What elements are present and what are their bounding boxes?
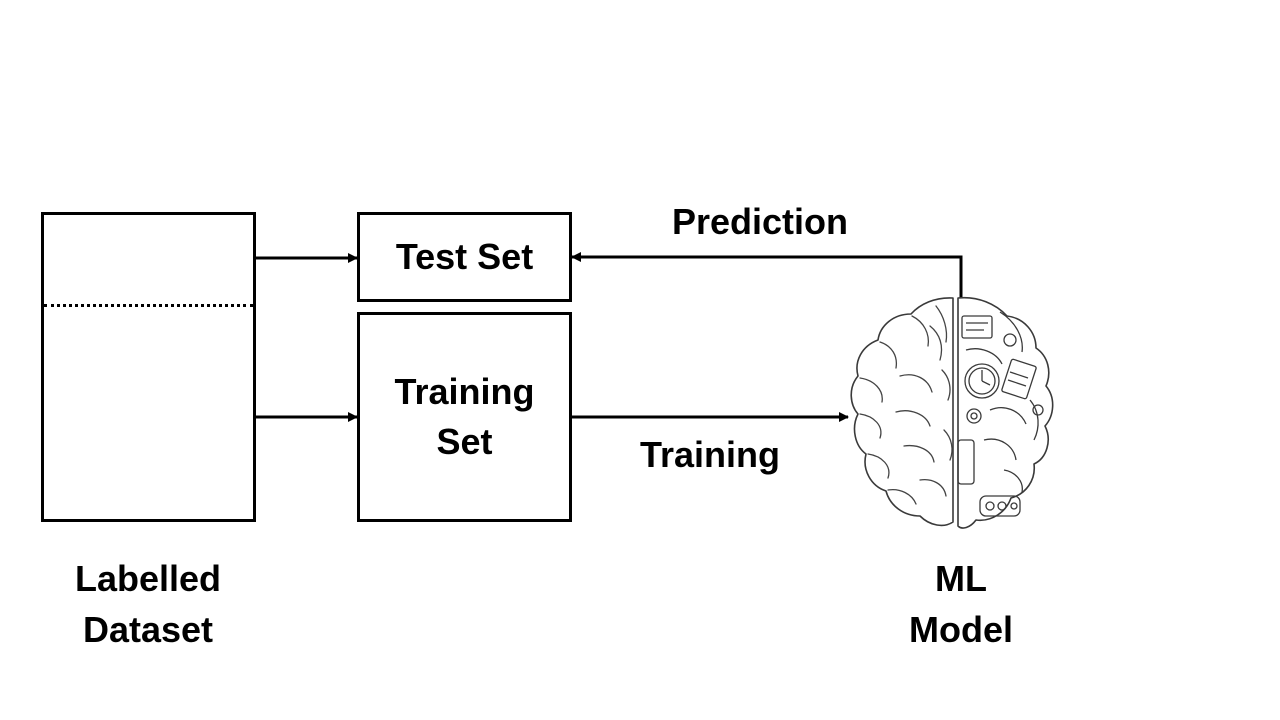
training-edge-label: Training — [639, 434, 780, 475]
dataset-split-line — [44, 304, 253, 307]
test-set-box: Test Set — [357, 212, 572, 302]
prediction-edge-label: Prediction — [671, 201, 849, 242]
labelled-dataset-label: Labelled Dataset — [74, 558, 222, 650]
training-set-label: Training Set — [394, 371, 535, 462]
training-set-box: Training Set — [357, 312, 572, 522]
labelled-dataset-box — [41, 212, 256, 522]
test-set-label: Test Set — [395, 236, 534, 277]
ml-model-label: ML Model — [909, 558, 1013, 650]
